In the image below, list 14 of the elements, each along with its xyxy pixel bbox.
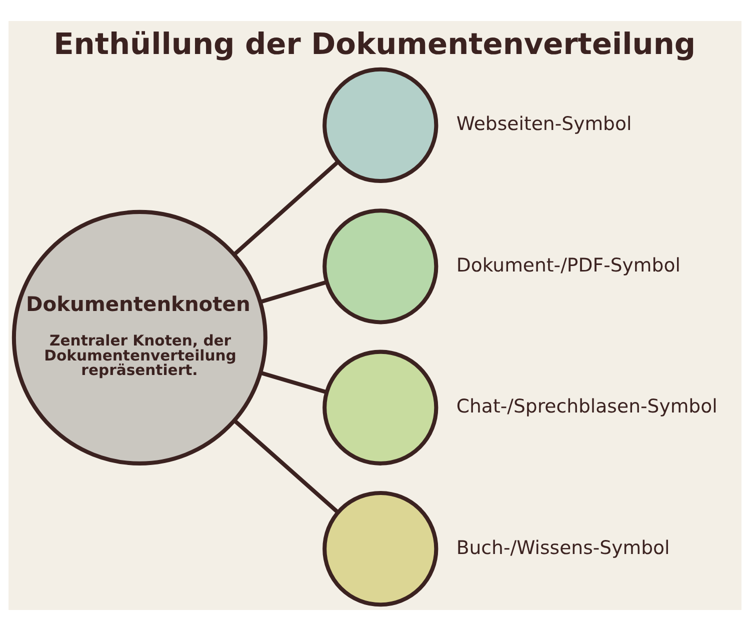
- node-circle: Dokumentenknoten Zentraler Knoten, der Dokumentenverteilung repräsentiert.: [12, 209, 268, 465]
- connector: [233, 418, 339, 513]
- node-label: Buch-/Wissens-Symbol: [456, 537, 670, 558]
- node-circle: [322, 66, 438, 183]
- node-circle: [322, 208, 438, 324]
- node-circle: [322, 349, 438, 465]
- connector: [233, 160, 340, 256]
- connector: [260, 280, 327, 304]
- diagram-title: Enthüllung der Dokumentenverteilung: [54, 26, 696, 61]
- node-label: Webseiten-Symbol: [456, 114, 632, 135]
- node-label: Dokument-/PDF-Symbol: [456, 254, 680, 276]
- connector: [260, 370, 328, 394]
- node-label: Chat-/Sprechblasen-Symbol: [456, 396, 718, 418]
- node-circle: [322, 490, 438, 606]
